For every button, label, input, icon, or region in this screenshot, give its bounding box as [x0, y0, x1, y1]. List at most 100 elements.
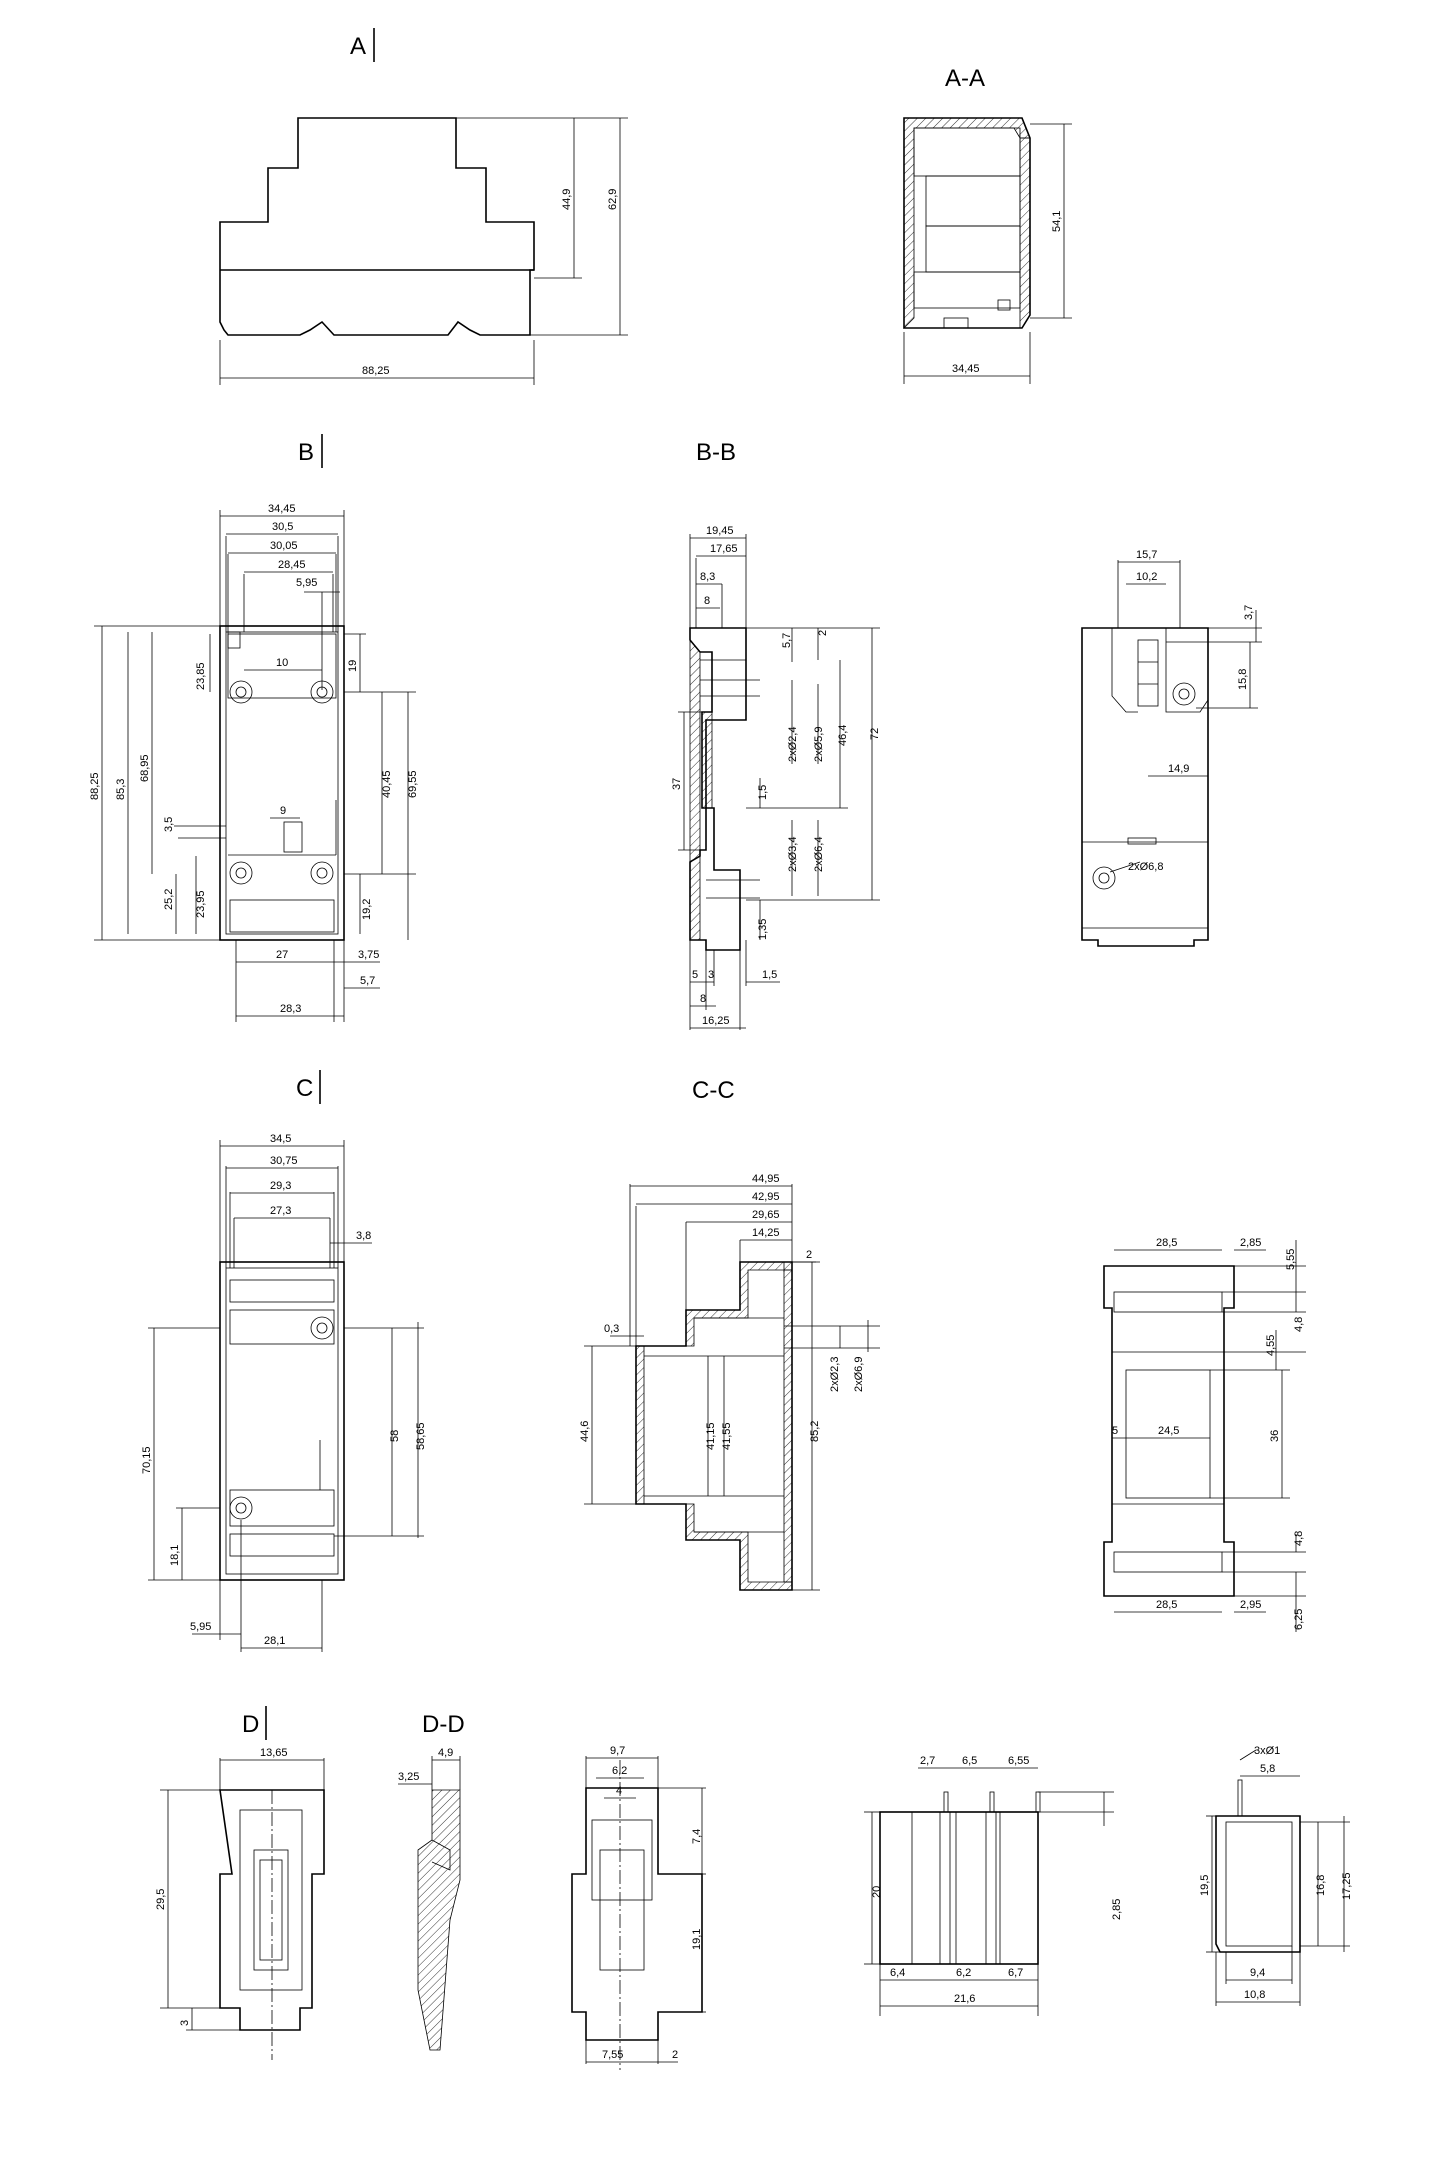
view-d: D 13,65 29,5 3 [155, 1706, 325, 2060]
svg-text:23,85: 23,85 [195, 662, 207, 690]
svg-text:40,45: 40,45 [381, 770, 393, 798]
svg-text:30,05: 30,05 [270, 540, 298, 552]
svg-text:27,3: 27,3 [270, 1205, 291, 1217]
svg-text:21,6: 21,6 [954, 1993, 975, 2005]
svg-text:36: 36 [1269, 1430, 1281, 1442]
svg-text:10,8: 10,8 [1244, 1989, 1265, 2001]
dimensions-bb-left: 37 [671, 711, 702, 851]
screw-hole-c-1 [310, 1316, 334, 1340]
screw-hole-b-4 [310, 861, 334, 885]
screw-hole-side-1 [1172, 682, 1196, 706]
svg-text:9,4: 9,4 [1250, 1967, 1265, 1979]
svg-text:5,7: 5,7 [781, 633, 793, 648]
svg-text:19,5: 19,5 [1199, 1875, 1211, 1896]
svg-text:5,8: 5,8 [1260, 1763, 1275, 1775]
svg-text:29,3: 29,3 [270, 1180, 291, 1192]
dimension-aa-height: 54,1 [1030, 123, 1072, 319]
svg-text:2xØ6,8: 2xØ6,8 [1128, 861, 1163, 873]
svg-text:10,2: 10,2 [1136, 571, 1157, 583]
dimension-aa-width: 34,45 [903, 332, 1031, 384]
dimensions-bb-bottom: 5 3 1,5 8 16,25 [689, 940, 780, 1030]
svg-text:8: 8 [700, 993, 706, 1005]
housing-side-outline [1081, 627, 1209, 947]
svg-text:2: 2 [806, 1249, 812, 1261]
dimensions-b-bottom: 27 3,75 5,7 28,3 [235, 940, 380, 1022]
view-label-b-b: B-B [696, 439, 736, 466]
housing-c-outer [219, 1261, 345, 1581]
svg-text:3,5: 3,5 [163, 817, 175, 832]
terminal-block-outline [879, 1811, 1039, 1965]
view-label-c-c: C-C [692, 1077, 735, 1104]
svg-text:72: 72 [869, 728, 881, 740]
svg-text:28,5: 28,5 [1156, 1237, 1177, 1249]
view-c-front: 28,5 2,85 5,55 4,8 4,55 36 5 24,5 4,8 [1103, 1237, 1306, 1632]
screw-hole-side-2 [1092, 866, 1116, 890]
svg-text:9,7: 9,7 [610, 1745, 625, 1757]
svg-text:6,2: 6,2 [956, 1967, 971, 1979]
svg-text:46,4: 46,4 [837, 725, 849, 746]
svg-text:20: 20 [871, 1886, 883, 1898]
svg-text:6,55: 6,55 [1008, 1755, 1029, 1767]
svg-text:0,3: 0,3 [604, 1323, 619, 1335]
svg-text:6,2: 6,2 [612, 1765, 627, 1777]
screw-hole-c-2 [229, 1496, 253, 1520]
dimensions-d: 13,65 29,5 3 [155, 1747, 325, 2031]
dimensions-bb-top: 19,45 17,65 8,3 8 [689, 525, 747, 628]
svg-text:6,5: 6,5 [962, 1755, 977, 1767]
dimension-a-height-1: 44,9 [456, 117, 582, 279]
svg-text:17,65: 17,65 [710, 543, 738, 555]
svg-text:10: 10 [276, 657, 288, 669]
svg-text:69,55: 69,55 [407, 770, 419, 798]
svg-text:88,25: 88,25 [89, 772, 101, 800]
svg-text:3,8: 3,8 [356, 1230, 371, 1242]
svg-text:88,25: 88,25 [362, 365, 390, 377]
svg-text:7,55: 7,55 [602, 2049, 623, 2061]
view-terminal-block: 2,7 6,5 6,55 2,85 20 6,4 6,2 6,7 21,6 [864, 1755, 1123, 2016]
svg-text:28,5: 28,5 [1156, 1599, 1177, 1611]
svg-text:8,3: 8,3 [700, 571, 715, 583]
svg-text:37: 37 [671, 778, 683, 790]
dimensions-terminal-block: 2,7 6,5 6,55 2,85 20 6,4 6,2 6,7 21,6 [864, 1755, 1123, 2016]
svg-text:58,65: 58,65 [415, 1422, 427, 1450]
svg-text:15,8: 15,8 [1237, 669, 1249, 690]
clip-front-outline [571, 1787, 703, 2041]
svg-text:42,95: 42,95 [752, 1191, 780, 1203]
svg-text:34,5: 34,5 [270, 1133, 291, 1145]
dimensions-b-left: 88,25 85,3 68,95 3,5 25,2 23,95 [89, 625, 226, 941]
dimensions-side: 15,7 10,2 3,7 15,8 14,9 2xØ6,8 [1109, 549, 1262, 873]
svg-text:6,25: 6,25 [1293, 1609, 1305, 1630]
svg-text:2xØ6,4: 2xØ6,4 [813, 837, 825, 872]
svg-text:85,3: 85,3 [115, 779, 127, 800]
screw-hole-b-1 [229, 680, 253, 704]
dimensions-c-top: 34,5 30,75 29,3 27,3 3,8 [219, 1133, 372, 1268]
svg-text:24,5: 24,5 [1158, 1425, 1179, 1437]
view-label-c: C [296, 1075, 313, 1102]
svg-text:9: 9 [280, 805, 286, 817]
contact-pin [1237, 1779, 1243, 1817]
svg-text:30,5: 30,5 [272, 521, 293, 533]
svg-text:4,8: 4,8 [1293, 1531, 1305, 1546]
view-b-b: B-B 19,45 17,65 8,3 8 5,7 2 [671, 439, 881, 1030]
svg-text:2,7: 2,7 [920, 1755, 935, 1767]
svg-text:2xØ2,4: 2xØ2,4 [787, 727, 799, 762]
dimensions-front: 28,5 2,85 5,55 4,8 4,55 36 5 24,5 4,8 [1112, 1237, 1306, 1632]
dimension-a-width: 88,25 [219, 340, 535, 385]
svg-text:29,5: 29,5 [155, 1889, 167, 1910]
dimensions-c-bottom: 5,95 28,1 [190, 1520, 323, 1652]
svg-text:2,85: 2,85 [1240, 1237, 1261, 1249]
svg-text:3,75: 3,75 [358, 949, 379, 961]
svg-text:19,2: 19,2 [361, 899, 373, 920]
svg-text:27: 27 [276, 949, 288, 961]
svg-text:44,6: 44,6 [579, 1421, 591, 1442]
section-a-a-outline [903, 117, 1031, 329]
svg-text:3: 3 [179, 2020, 191, 2026]
dimensions-contact: 3xØ1 5,8 19,5 16,8 17,25 9,4 10,8 [1199, 1745, 1353, 2006]
view-c-c: C-C 44,95 42,95 29,65 14,25 2 [579, 1077, 880, 1591]
dimensions-cc-sides: 44,6 41,15 41,55 85,2 2xØ2,3 2xØ6,9 [579, 1261, 880, 1591]
svg-text:16,25: 16,25 [702, 1015, 730, 1027]
screw-hole-b-3 [229, 861, 253, 885]
svg-text:7,4: 7,4 [691, 1829, 703, 1844]
svg-text:4,55: 4,55 [1265, 1335, 1277, 1356]
svg-text:1,5: 1,5 [762, 969, 777, 981]
svg-text:19,45: 19,45 [706, 525, 734, 537]
